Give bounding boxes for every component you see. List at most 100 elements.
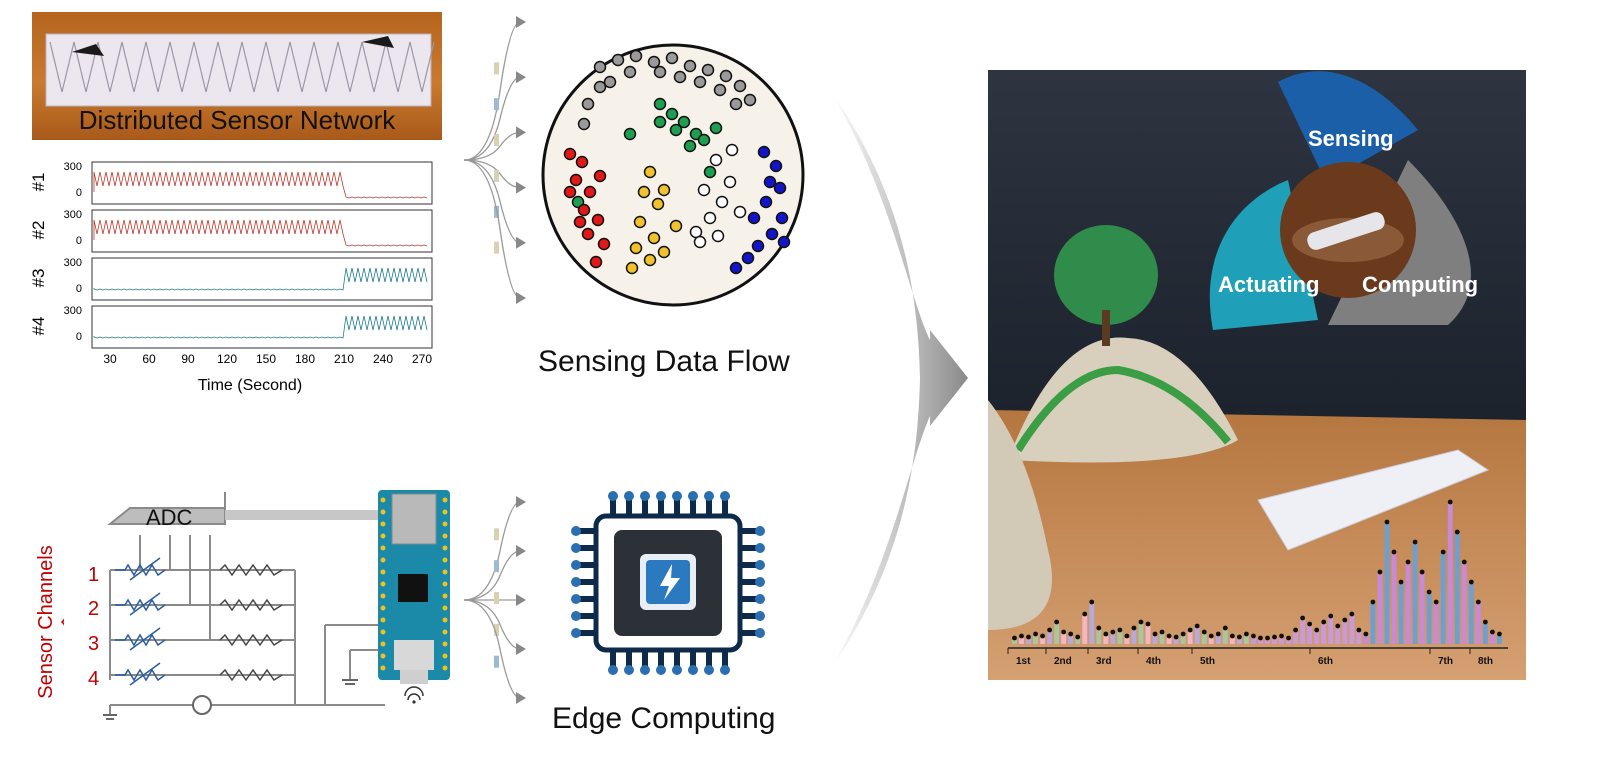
chip-pin <box>658 494 664 518</box>
board-pin <box>380 593 386 599</box>
scene-bar-peak <box>1033 631 1038 637</box>
scene-bar-peak <box>1208 633 1214 639</box>
scene-bar <box>1426 594 1432 644</box>
cluster-point <box>713 83 727 97</box>
cluster-point <box>759 195 773 209</box>
scene-bar <box>1040 638 1046 644</box>
x-tick-label: 210 <box>334 352 354 366</box>
data-packet <box>494 241 499 254</box>
scene-bar <box>1468 584 1474 644</box>
channel-number-2: 2 <box>88 598 100 620</box>
scene-bar <box>1082 616 1088 644</box>
cluster-point <box>743 93 757 107</box>
cluster-point <box>643 253 657 267</box>
board-pin <box>442 653 448 659</box>
channel-number-1: 1 <box>88 564 100 586</box>
sensor-network-title: Distributed Sensor Network <box>78 105 396 135</box>
chip-pin-pad <box>672 491 682 501</box>
chip-pin-pad <box>688 491 698 501</box>
chip-pin <box>572 528 598 534</box>
cluster-point <box>589 255 603 269</box>
channel-label: #2 <box>29 221 48 240</box>
board-pin <box>380 641 386 647</box>
scene-bar <box>1342 622 1348 644</box>
cluster-point <box>593 169 607 183</box>
flow-arrow <box>463 501 521 601</box>
sensor-channels: Sensor Channels <box>35 545 64 699</box>
cluster-point <box>729 261 743 275</box>
chip-pin <box>572 579 598 585</box>
scene-bar <box>1349 616 1355 644</box>
scene-bar <box>1166 638 1172 644</box>
chip-pin <box>626 648 632 672</box>
scene-bar-peak <box>1405 559 1411 565</box>
chip-pin <box>738 630 764 636</box>
scene-bar <box>1026 639 1031 644</box>
cluster-point <box>693 235 707 249</box>
variable-resistor <box>115 563 166 577</box>
scene-bar-peak <box>1497 631 1502 637</box>
variable-resistor <box>115 668 166 682</box>
cluster-point <box>773 181 787 195</box>
scene-bar <box>1328 618 1334 644</box>
cluster-point <box>575 155 589 169</box>
chip-pin-pad <box>571 611 581 621</box>
cluster-point <box>623 127 637 141</box>
scene-bar <box>1258 640 1263 644</box>
x-tick-label: 30 <box>103 352 117 366</box>
cluster-point <box>683 139 697 153</box>
scene-bar-peak <box>1236 634 1242 640</box>
scene-bar <box>1293 632 1299 644</box>
scene-bar-peak <box>1433 599 1439 605</box>
chip-pin <box>738 562 764 568</box>
scene-bar-peak <box>1145 621 1151 627</box>
scene-bar <box>1033 636 1039 644</box>
chip-pin <box>572 562 598 568</box>
data-packet <box>494 134 499 147</box>
scene-bar-peak <box>1307 621 1313 627</box>
scene-bar-peak <box>1110 629 1116 635</box>
channel-label: #1 <box>29 173 48 192</box>
cluster-point <box>591 213 605 227</box>
scene-bar <box>1307 626 1313 644</box>
scene-bar <box>1370 604 1376 644</box>
x-tick-label: 150 <box>256 352 276 366</box>
scene-bar-peak <box>1468 579 1474 585</box>
scene-bar-peak <box>1300 615 1306 621</box>
chip-pin-pad <box>571 628 581 638</box>
signal-trace <box>93 267 428 291</box>
arrow-head <box>516 181 526 194</box>
cluster-point <box>573 215 587 229</box>
channel-number-4: 4 <box>88 668 100 690</box>
scene-bar-peak <box>1419 569 1425 575</box>
chip-pin-pad <box>571 560 581 570</box>
scene-bar <box>1145 626 1151 644</box>
chip-pin-pad <box>608 491 618 501</box>
scene-bar <box>1243 636 1249 644</box>
cluster-point <box>665 107 679 121</box>
cluster-point <box>653 65 667 79</box>
chip-pin-pad <box>755 543 765 553</box>
signal-trace <box>93 219 428 247</box>
flow-arrow <box>463 159 521 189</box>
scene-bar-peak <box>1229 633 1235 639</box>
scene-bar <box>1124 638 1130 644</box>
chip-pin-pad <box>571 526 581 536</box>
microcontroller-board <box>378 490 450 704</box>
scene-bar-peak <box>1138 619 1144 625</box>
board-pin <box>380 569 386 575</box>
scene-bar <box>1159 634 1165 644</box>
board-pin <box>380 509 386 515</box>
chip-pin-pad <box>755 577 765 587</box>
flow-arrow <box>463 21 521 161</box>
scene-bar-peak <box>1314 627 1320 633</box>
scene-bar <box>1286 640 1292 644</box>
scene-bar-peak <box>1131 625 1137 631</box>
scene-bar <box>1384 524 1390 644</box>
scene-bar-peak <box>1019 633 1024 639</box>
scene-bar-peak <box>1026 634 1031 640</box>
cluster-point <box>769 159 783 173</box>
scene-bar <box>1201 634 1207 644</box>
cluster-point <box>669 123 683 137</box>
scene-bar-peak <box>1096 625 1102 631</box>
